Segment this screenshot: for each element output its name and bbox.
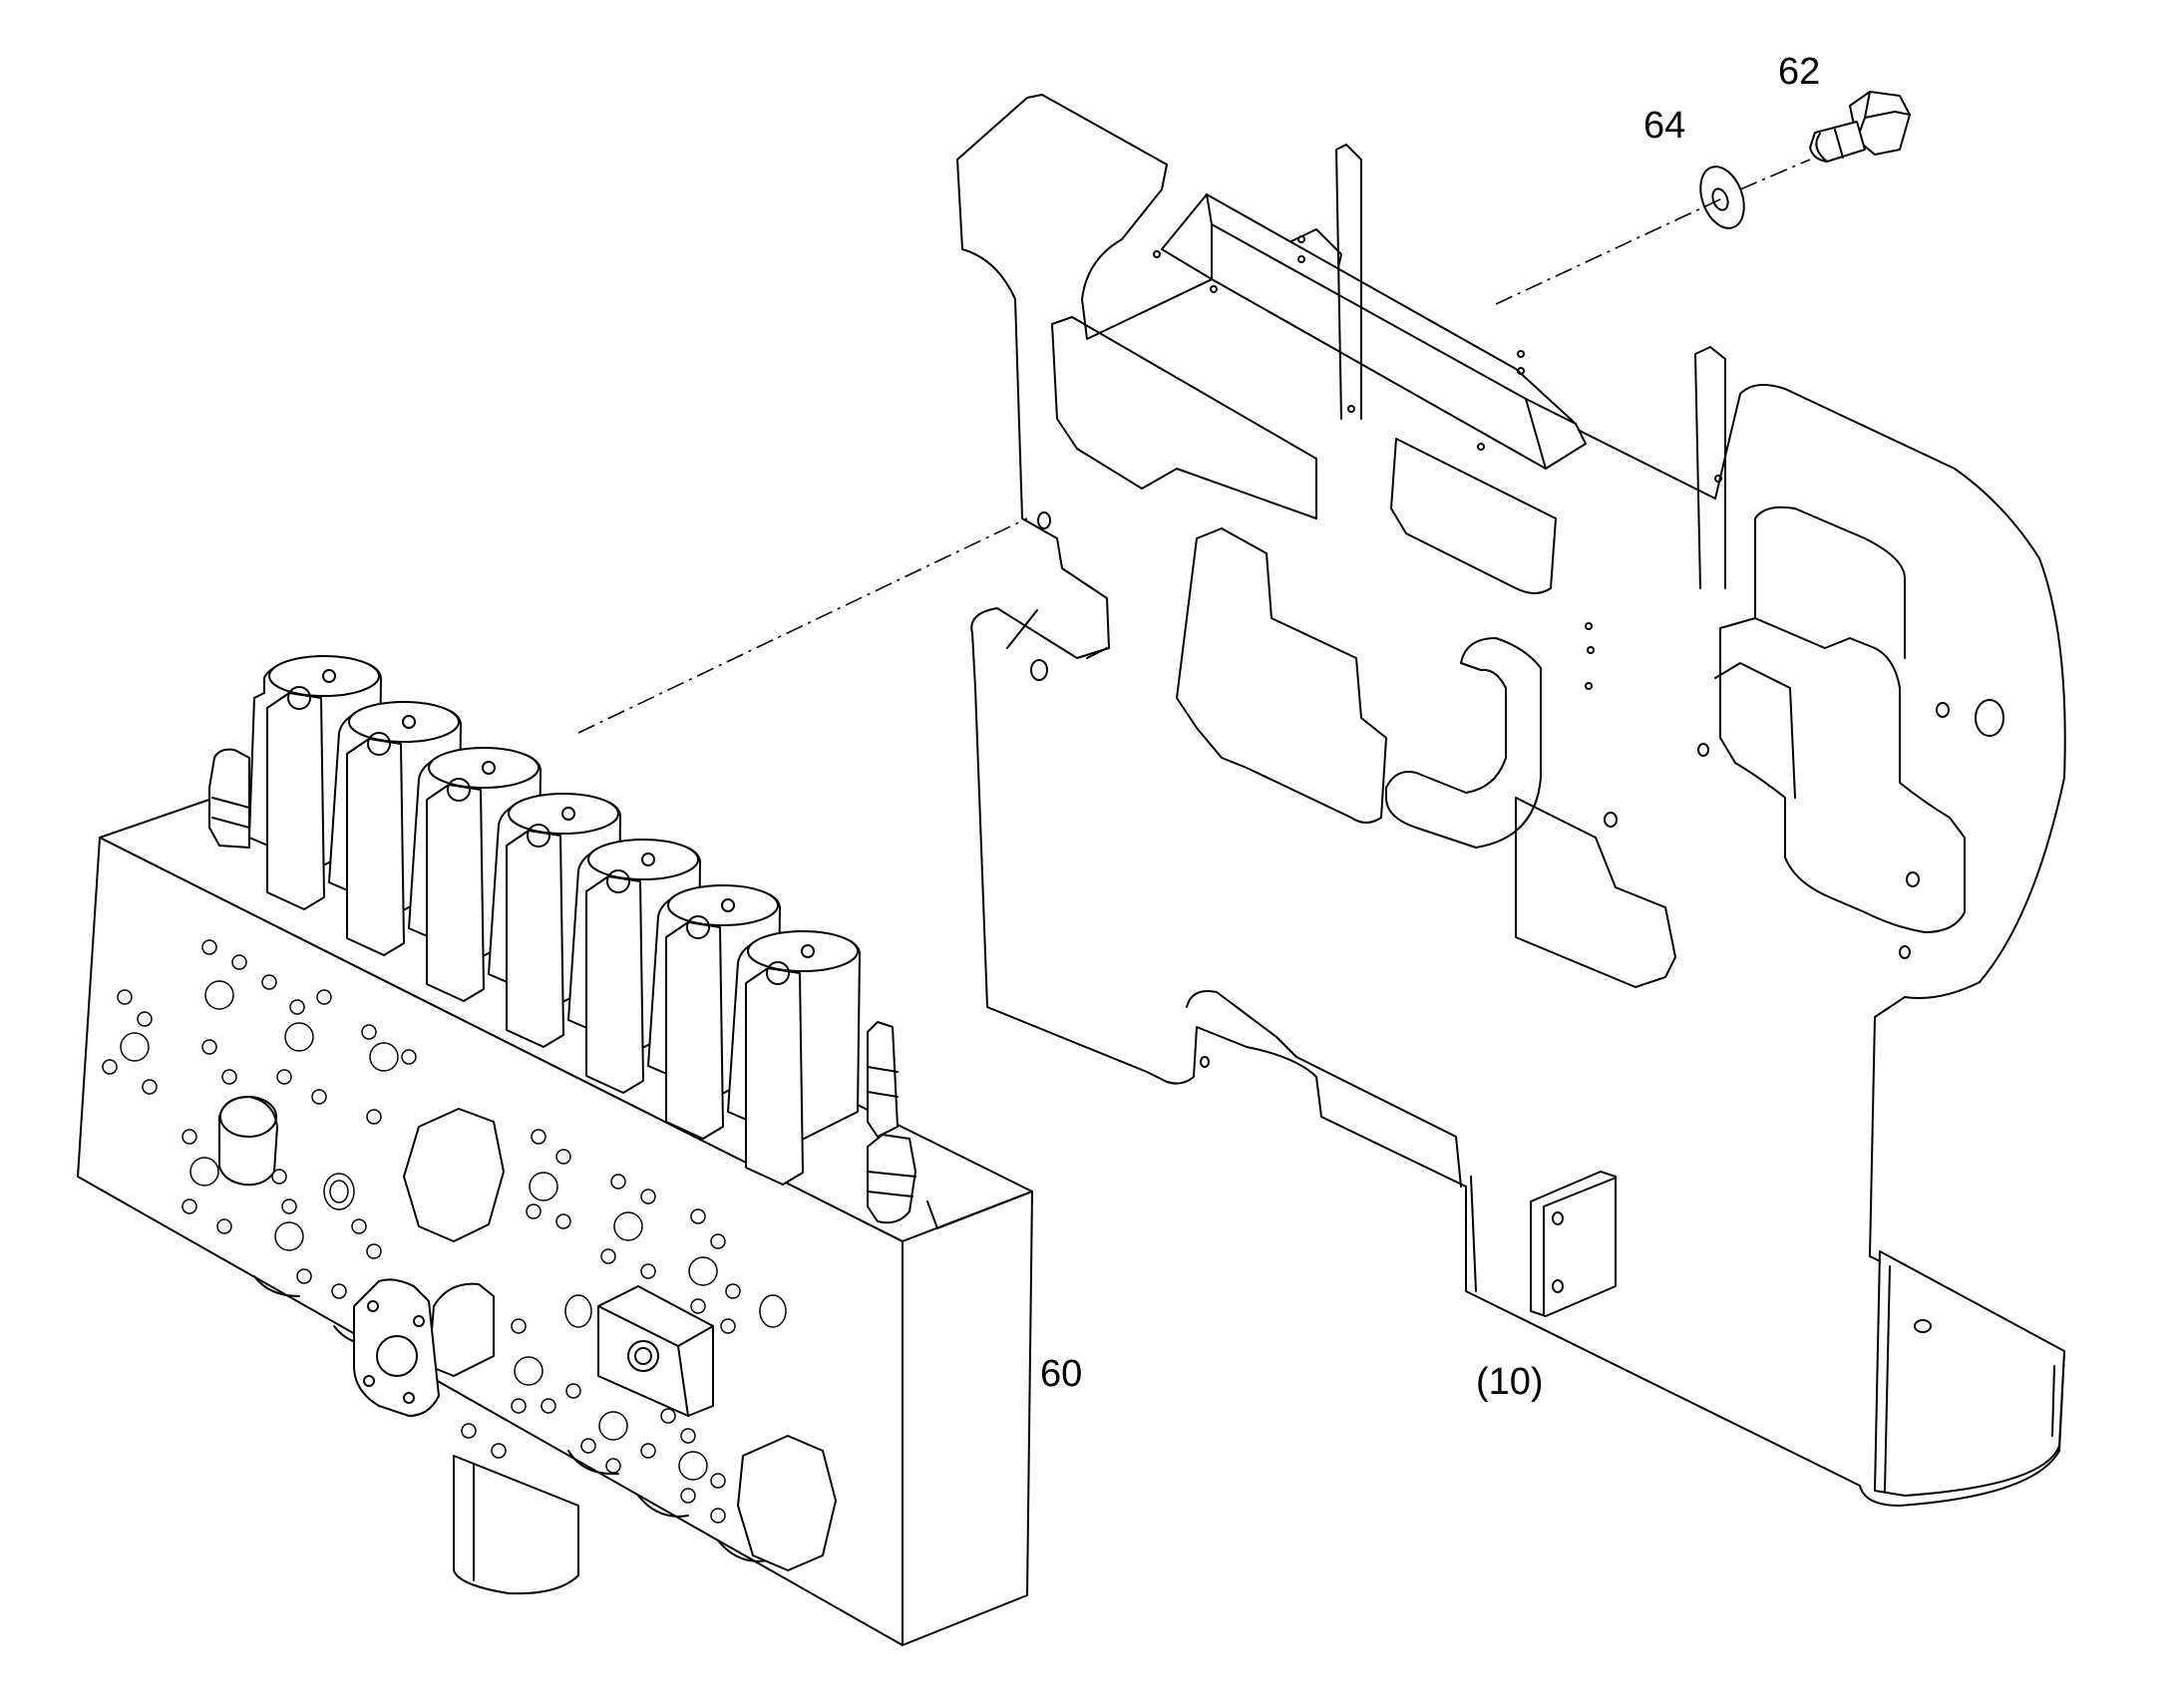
assembly-line-bolt [1495, 198, 1721, 305]
callout-64: 64 [1643, 105, 1685, 147]
hex-plug-lower [737, 1435, 837, 1571]
round-plug [218, 1096, 278, 1187]
callout-62: 62 [1778, 51, 1820, 93]
valve-block [77, 655, 1033, 1646]
fitting-right-lower [867, 1134, 916, 1224]
assembly-line-bolt-washer [1739, 159, 1811, 190]
fitting-left [208, 748, 250, 849]
flange-plate [353, 1278, 440, 1417]
callout-60: 60 [1040, 1353, 1082, 1395]
tube-stub [428, 1282, 495, 1377]
washer [1699, 166, 1745, 229]
callout-10: (10) [1476, 1361, 1544, 1403]
fitting-right-upper [867, 1021, 899, 1138]
port-holes [102, 939, 787, 1524]
mounting-bracket [956, 94, 2066, 1507]
hex-bolt [1809, 91, 1911, 163]
hex-plug-upper [403, 1108, 505, 1242]
solenoid-coil-7 [727, 930, 861, 1186]
assembly-line-valve [577, 517, 1028, 734]
